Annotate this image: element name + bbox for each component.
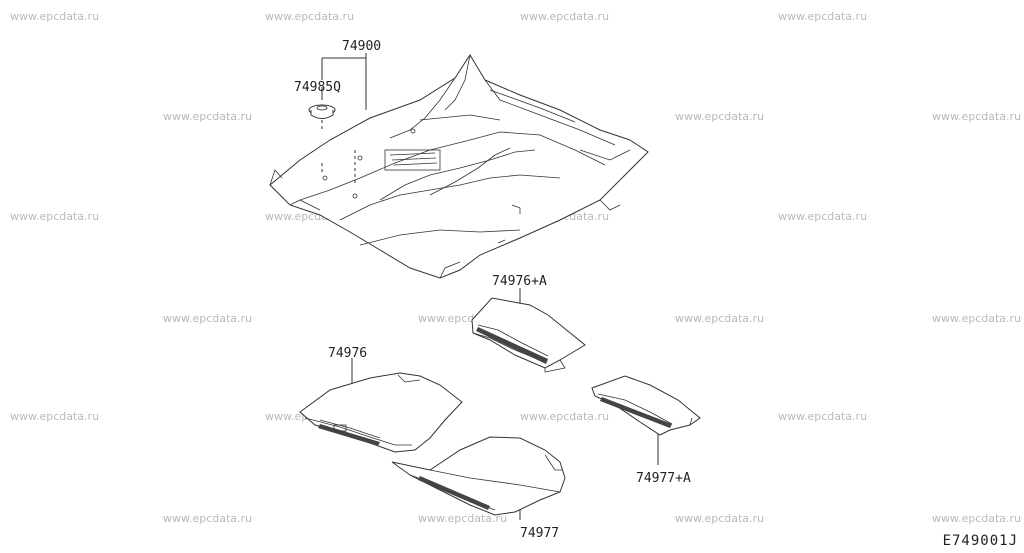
watermark-text: www.epcdata.ru [163, 110, 253, 123]
watermark-text: www.epcdata.ru [10, 410, 100, 423]
watermark-text: www.epcdata.ru [932, 512, 1022, 525]
watermark-text: www.epcdata.ru [163, 512, 253, 525]
mat-74976-plus-a-drawing [471, 297, 586, 373]
watermark-text: www.epcdata.ru [778, 210, 868, 223]
watermark-text: www.epcdata.ru [675, 512, 765, 525]
label-74977-plus-a: 74977+A [636, 471, 691, 486]
mat-74976-drawing [299, 372, 463, 453]
watermark-text: www.epcdata.ru [675, 110, 765, 123]
watermark-text: www.epcdata.ru [265, 10, 355, 23]
watermark-text: www.epcdata.ru [520, 10, 610, 23]
watermark-text: www.epcdata.ru [778, 10, 868, 23]
leader-lines [321, 53, 659, 520]
mat-74977-drawing [391, 436, 566, 516]
mat-74977-plus-a-drawing [591, 375, 701, 436]
label-74977: 74977 [520, 526, 559, 541]
watermark-text: www.epcdata.ru [932, 110, 1022, 123]
label-74976: 74976 [328, 346, 367, 361]
watermark-text: www.epcdata.ru [10, 210, 100, 223]
watermark-text: www.epcdata.ru [675, 312, 765, 325]
watermark-text: www.epcdata.ru [778, 410, 868, 423]
watermark-text: www.epcdata.ru [932, 312, 1022, 325]
watermark-text: www.epcdata.ru [520, 410, 610, 423]
diagram-code: E749001J [942, 533, 1018, 549]
floor-carpet-drawing [269, 54, 649, 279]
watermark-text: www.epcdata.ru [10, 10, 100, 23]
clip-drawing [308, 104, 336, 119]
label-74900: 74900 [342, 39, 381, 54]
watermark-text: www.epcdata.ru [163, 312, 253, 325]
label-74985q: 74985Q [294, 80, 341, 95]
watermark-text: www.epcdata.ru [418, 512, 508, 525]
label-74976-plus-a: 74976+A [492, 274, 547, 289]
